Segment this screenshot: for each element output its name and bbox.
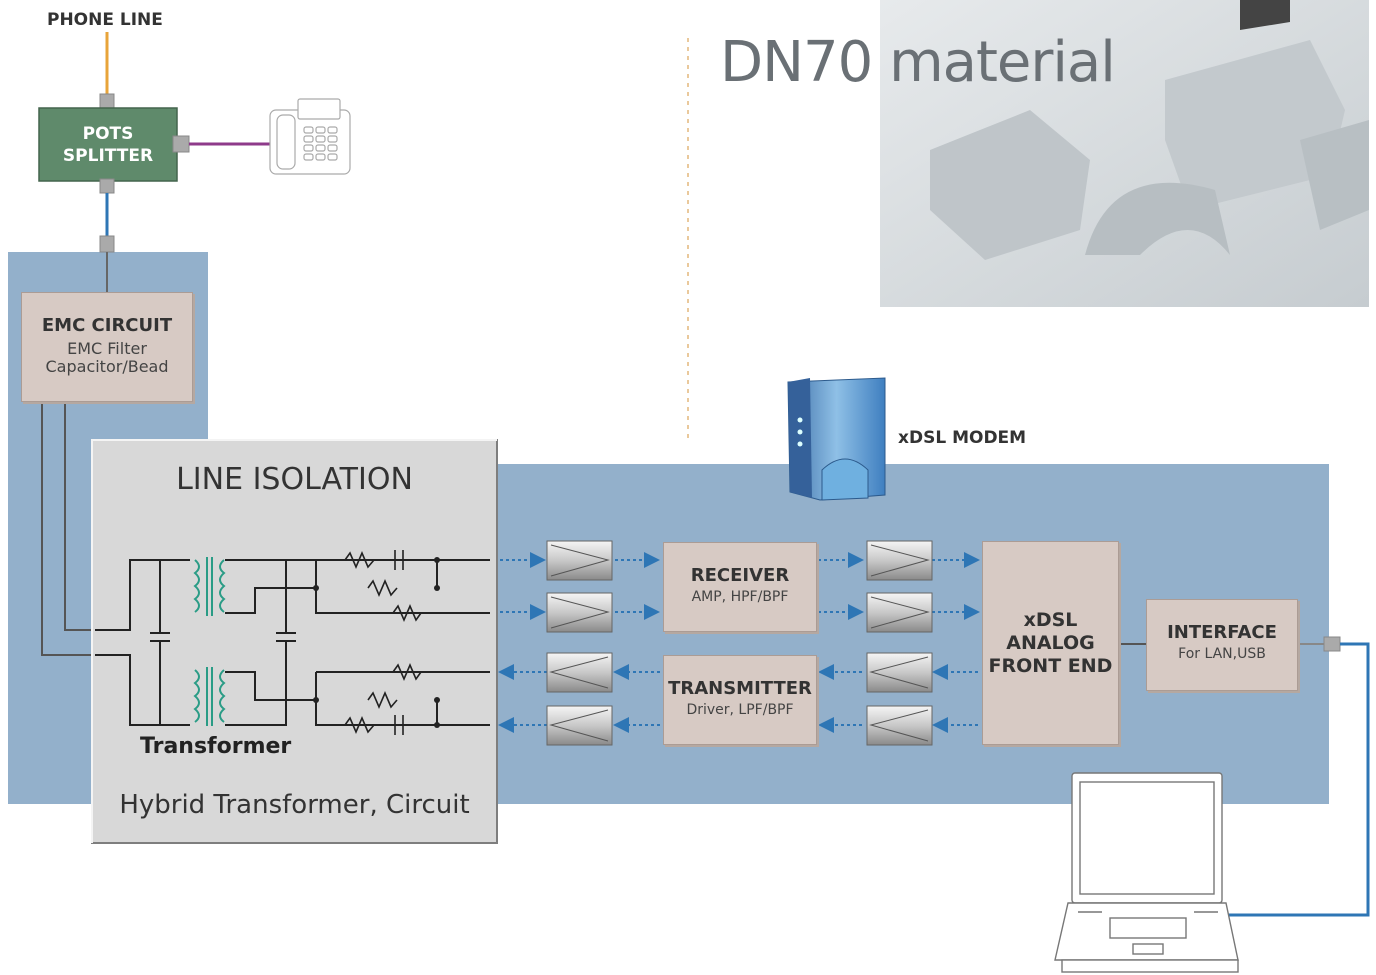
amp-tx-2 [546,705,613,746]
analog-front-end-label: xDSL ANALOG FRONT END [988,608,1113,677]
signal-arrows [498,552,980,733]
amp-rx-4 [866,592,933,633]
emc-circuit-sub: EMC Filter Capacitor/Bead [45,339,169,376]
modem-label: xDSL MODEM [898,428,1027,448]
pots-splitter-label: POTS SPLITTER [62,123,154,166]
receiver-title: RECEIVER [690,565,790,586]
receiver-sub: AMP, HPF/BPF [691,589,789,605]
analog-front-end-box: xDSL ANALOG FRONT END [982,541,1119,745]
transformer-coils [193,557,226,726]
phone-icon [269,98,351,175]
line-isolation-title: LINE ISOLATION [176,462,413,497]
transmitter-sub: Driver, LPF/BPF [686,702,794,718]
laptop-icon [1054,772,1239,973]
transformer-label: Transformer [140,734,292,759]
hybrid-label: Hybrid Transformer, Circuit [119,790,470,820]
pots-splitter: POTS SPLITTER [39,108,177,181]
amp-rx-1 [546,540,613,581]
resistors [344,550,422,735]
material-label: DN70 material [720,30,1116,95]
interface-title: INTERFACE [1167,622,1277,643]
modem-icon [787,377,886,501]
amp-rx-3 [866,540,933,581]
receiver-box: RECEIVER AMP, HPF/BPF [663,542,817,632]
transmitter-box: TRANSMITTER Driver, LPF/BPF [663,655,817,745]
amp-rx-2 [546,592,613,633]
interface-sub: For LAN,USB [1178,646,1266,662]
amp-tx-3 [866,652,933,693]
amp-tx-4 [866,705,933,746]
material-photo [880,0,1369,307]
emc-circuit-box: EMC CIRCUIT EMC Filter Capacitor/Bead [21,292,193,402]
phone-line-label: PHONE LINE [47,10,163,30]
emc-circuit-title: EMC CIRCUIT [41,315,173,336]
interface-box: INTERFACE For LAN,USB [1146,599,1298,691]
amplifiers [546,540,933,746]
amp-tx-1 [546,652,613,693]
transmitter-title: TRANSMITTER [668,678,812,699]
